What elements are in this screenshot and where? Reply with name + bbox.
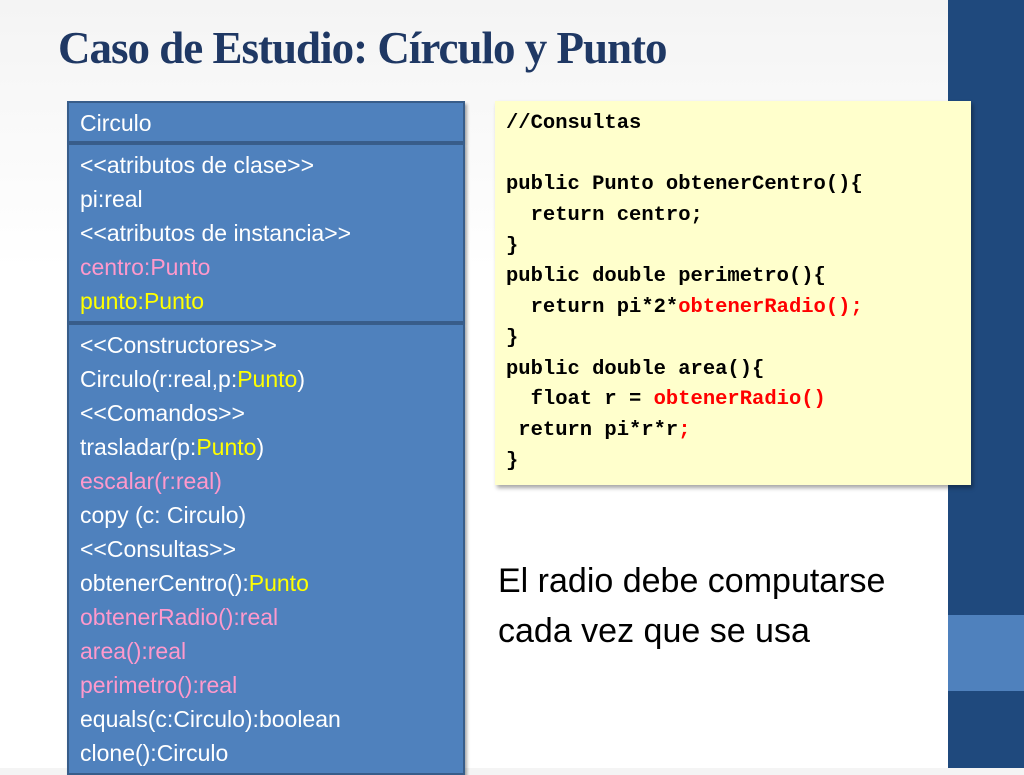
uml-method-line: obtenerCentro():Punto xyxy=(80,566,463,600)
uml-method-line-run: ) xyxy=(256,434,265,460)
code-line-run: float r = xyxy=(506,388,654,412)
code-line: //Consultas xyxy=(506,109,971,140)
code-line: } xyxy=(506,232,971,263)
uml-method-line: <<Comandos>> xyxy=(80,396,463,430)
uml-attributes-box: <<atributos de clase>> pi:real <<atributos… xyxy=(67,143,465,323)
uml-method-line: trasladar(p:Punto) xyxy=(80,430,463,464)
code-line-run: obtenerRadio(); xyxy=(678,296,863,320)
code-line-run: } xyxy=(506,326,519,350)
uml-method-line-run: Circulo(r:real,p: xyxy=(80,366,238,392)
uml-method-line-run: Punto xyxy=(248,570,309,596)
uml-method-line-run: clone():Circulo xyxy=(80,740,229,766)
code-line-run: } xyxy=(506,449,519,473)
uml-method-line: obtenerRadio():real xyxy=(80,600,463,634)
uml-attribute-line: <<atributos de instancia>> xyxy=(80,216,463,250)
uml-class-name-box: Circulo xyxy=(67,101,465,143)
uml-method-line-run: perimetro():real xyxy=(80,672,238,698)
uml-class-name: Circulo xyxy=(80,110,152,136)
code-line-run: //Consultas xyxy=(506,112,642,135)
uml-attribute-line-run: <<atributos de clase>> xyxy=(80,152,314,178)
uml-attribute-line: centro:Punto xyxy=(80,250,463,284)
code-line: public double perimetro(){ xyxy=(506,262,971,293)
uml-method-line: escalar(r:real) xyxy=(80,464,463,498)
uml-method-line: area():real xyxy=(80,634,463,668)
code-line: return centro; xyxy=(506,201,971,232)
code-line-run: public double perimetro(){ xyxy=(506,265,826,289)
uml-method-line-run: Punto xyxy=(196,434,257,460)
uml-method-line-run: <<Comandos>> xyxy=(80,400,245,426)
uml-method-line-run: equals(c:Circulo):boolean xyxy=(80,706,341,732)
note-line-2: cada vez que se usa xyxy=(498,612,810,650)
code-line: public double area(){ xyxy=(506,355,971,386)
uml-method-line-run: <<Constructores>> xyxy=(80,332,277,358)
uml-methods-box: <<Constructores>>Circulo(r:real,p:Punto)… xyxy=(67,323,465,775)
code-line-run: public Punto obtenerCentro(){ xyxy=(506,173,863,197)
uml-attribute-line-run: pi:real xyxy=(80,186,143,212)
uml-method-line-run: Punto xyxy=(237,366,298,392)
slide-title: Caso de Estudio: Círculo y Punto xyxy=(58,23,668,73)
uml-attribute-line: punto:Punto xyxy=(80,284,463,318)
uml-method-line-run: obtenerCentro(): xyxy=(80,570,249,596)
code-line: return pi*2*obtenerRadio(); xyxy=(506,293,971,324)
uml-method-line: clone():Circulo xyxy=(80,736,463,770)
code-line: public Punto obtenerCentro(){ xyxy=(506,170,971,201)
code-line: } xyxy=(506,447,971,478)
code-line xyxy=(506,140,971,171)
uml-method-line-run: copy (c: Circulo) xyxy=(80,502,247,528)
uml-method-line: copy (c: Circulo) xyxy=(80,498,463,532)
code-line: } xyxy=(506,324,971,355)
uml-method-line-run: escalar(r:real) xyxy=(80,468,222,494)
uml-method-line: equals(c:Circulo):boolean xyxy=(80,702,463,736)
uml-method-line: Circulo(r:real,p:Punto) xyxy=(80,362,463,396)
uml-attribute-line-run: <<atributos de instancia>> xyxy=(80,220,352,246)
uml-class-diagram: Circulo <<atributos de clase>>pi:real<<a… xyxy=(67,101,465,775)
sidebar-accent-block xyxy=(948,615,1024,691)
code-listing: //Consultas public Punto obtenerCentro(){… xyxy=(495,101,971,485)
uml-attribute-line: pi:real xyxy=(80,182,463,216)
code-line-run: return pi*r*r xyxy=(506,418,679,442)
code-line-run: public double area(){ xyxy=(506,357,765,381)
code-line: return pi*r*r; xyxy=(506,416,971,447)
slide-note: El radio debe computarse cada vez que se… xyxy=(498,556,928,656)
uml-attribute-line-run: centro:Punto xyxy=(80,254,211,280)
uml-method-line: perimetro():real xyxy=(80,668,463,702)
note-line-1: El radio debe computarse xyxy=(498,562,886,600)
code-line-run: obtenerRadio() xyxy=(653,388,826,412)
code-line-run: return pi*2* xyxy=(506,296,679,320)
code-line-run: ; xyxy=(678,418,691,442)
code-line-run: return centro; xyxy=(506,204,703,228)
code-line: float r = obtenerRadio() xyxy=(506,385,971,416)
code-line-run: } xyxy=(506,234,519,258)
uml-method-line: <<Consultas>> xyxy=(80,532,463,566)
uml-attribute-line-run: punto:Punto xyxy=(80,288,205,314)
uml-method-line-run: obtenerRadio():real xyxy=(80,604,279,630)
uml-method-line-run: area():real xyxy=(80,638,187,664)
uml-method-line-run: ) xyxy=(297,366,305,392)
uml-attribute-line: <<atributos de clase>> xyxy=(80,148,463,182)
uml-method-line-run: trasladar(p: xyxy=(80,434,197,460)
uml-method-line: <<Constructores>> xyxy=(80,328,463,362)
uml-method-line-run: <<Consultas>> xyxy=(80,536,237,562)
